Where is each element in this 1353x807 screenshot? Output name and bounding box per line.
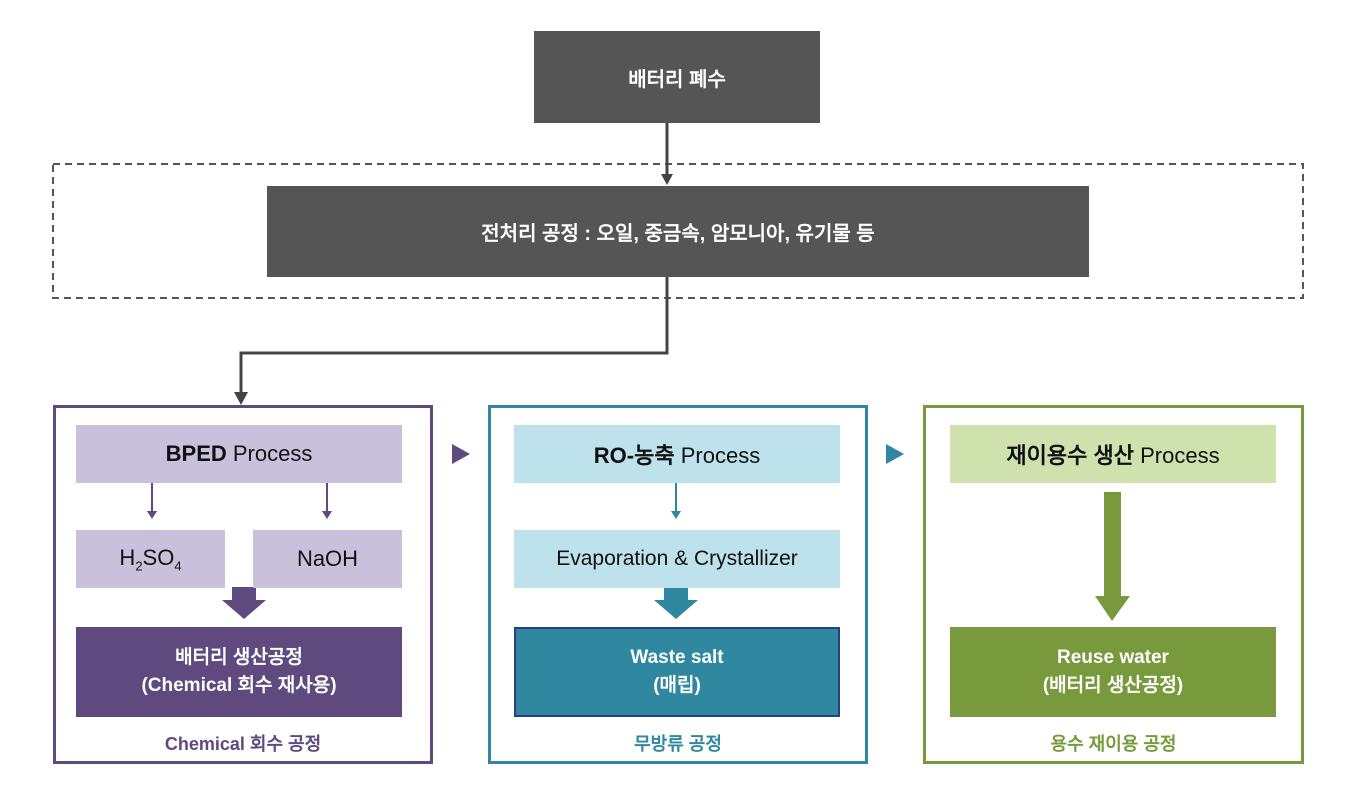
- reuse-water-line2: (배터리 생산공정): [1042, 675, 1184, 696]
- elbow-connector: [239, 277, 669, 394]
- evaporation-box: Evaporation & Crystallizer: [514, 530, 840, 588]
- zld-section-frame: [488, 405, 868, 764]
- battery-wastewater-box: 배터리 폐수: [534, 31, 820, 123]
- waste-salt-box: Waste salt (매립): [514, 627, 840, 717]
- zld-caption: 무방류 공정: [634, 734, 722, 754]
- acid-sub-2: 2: [135, 558, 143, 574]
- bped-process-box: BPED Process: [76, 425, 402, 483]
- acid-h: H: [119, 544, 136, 570]
- reuse-process-bold: 재이용수 생산: [1006, 443, 1134, 468]
- bped-process-bold: BPED: [165, 441, 227, 466]
- battery-wastewater-label: 배터리 폐수: [628, 68, 726, 91]
- reuse-section-frame: [923, 405, 1304, 764]
- bped-base-arrowhead: [322, 511, 332, 519]
- pretreatment-box: 전처리 공정 : 오일, 중금속, 암모니아, 유기물 등: [267, 186, 1089, 277]
- reuse-process-rest: Process: [1133, 443, 1220, 468]
- reuse-arrowhead: [1095, 596, 1130, 621]
- reuse-caption: 용수 재이용 공정: [1050, 734, 1177, 754]
- base-box: NaOH: [253, 530, 402, 588]
- chemical-block-arrow: [222, 587, 266, 619]
- evaporation-label: Evaporation & Crystallizer: [556, 547, 798, 570]
- chemical-result-box: 배터리 생산공정 (Chemical 회수 재사용): [76, 627, 402, 717]
- reuse-arrow-shaft: [1104, 492, 1121, 598]
- zld-block-arrow: [654, 587, 698, 619]
- ro-step-arrowhead: [671, 511, 681, 519]
- acid-sub-4: 4: [174, 558, 182, 574]
- chemical-result-line2: (Chemical 회수 재사용): [141, 675, 337, 696]
- reuse-water-box: Reuse water (배터리 생산공정): [950, 627, 1276, 717]
- bped-acid-arrowhead: [147, 511, 157, 519]
- acid-so: SO: [142, 544, 175, 570]
- section-arrow-1: [452, 444, 470, 464]
- section-arrow-2: [886, 444, 904, 464]
- chemical-caption: Chemical 회수 공정: [164, 734, 322, 754]
- ro-process-bold: RO-농축: [593, 443, 675, 468]
- waste-salt-line2: (매립): [653, 675, 701, 696]
- chemical-result-line1: 배터리 생산공정: [175, 647, 303, 668]
- pretreatment-dashed-frame: [52, 163, 1304, 299]
- chemical-section-frame: [53, 405, 433, 764]
- ro-process-box: RO-농축 Process: [514, 425, 840, 483]
- base-formula: NaOH: [296, 546, 359, 571]
- reuse-water-line1: Reuse water: [1057, 647, 1169, 668]
- ro-process-rest: Process: [674, 443, 761, 468]
- pretreatment-label: 전처리 공정 : 오일, 중금속, 암모니아, 유기물 등: [481, 223, 875, 245]
- elbow-arrowhead: [234, 392, 248, 405]
- acid-formula: H2SO4: [119, 545, 181, 573]
- reuse-process-box: 재이용수 생산 Process: [950, 425, 1276, 483]
- top-arrowhead: [661, 174, 673, 185]
- waste-salt-line1: Waste salt: [630, 647, 724, 668]
- bped-process-rest: Process: [226, 441, 313, 466]
- acid-box: H2SO4: [76, 530, 225, 588]
